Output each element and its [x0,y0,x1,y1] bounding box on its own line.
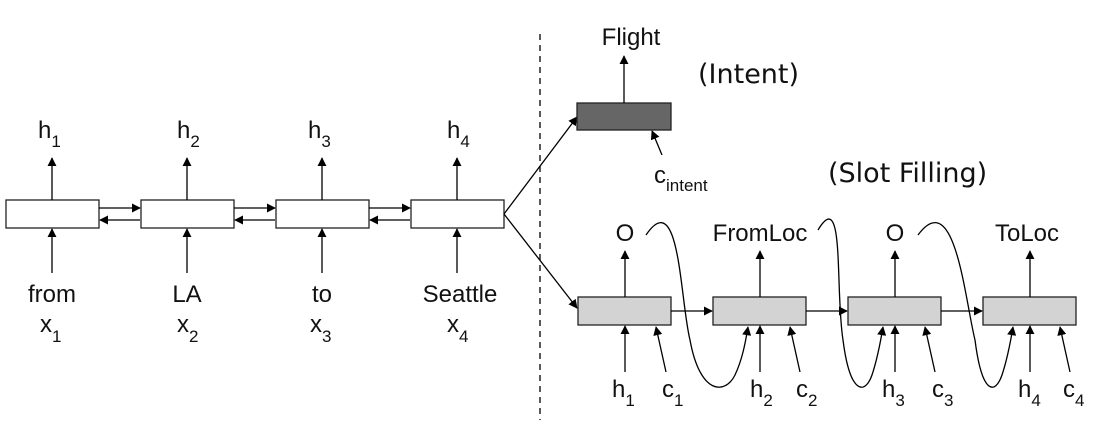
input-word-3: to [312,281,332,308]
intent-output-label: Flight [602,24,661,51]
encoder-cell-1 [5,199,100,229]
fanout-arrows [503,116,578,309]
encoder: h1 h2 h3 h4 from LA to Seattle x1 x2 x3 … [5,117,505,346]
slot-output-arrows [620,250,1035,297]
intent-branch: Flight (Intent) cintent [576,24,799,195]
encoder-cell-3 [275,199,370,229]
encoder-hidden-label-1: h1 [38,117,61,151]
slot-c-input-arrows [653,326,1071,373]
intent-context-arrow [650,130,663,156]
slot-output-label-4: ToLoc [995,220,1059,247]
input-var-4: x4 [447,311,468,346]
input-arrows [47,228,462,273]
input-var-1: x1 [40,311,61,346]
encoder-hidden-label-2: h2 [177,117,200,151]
slot-h-label-2: h2 [750,376,773,410]
encoder-hidden-label-4: h4 [447,117,470,151]
bidirectional-arrows [99,203,411,225]
input-word-2: LA [172,281,201,308]
input-var-2: x2 [177,311,198,346]
intent-title: (Intent) [698,59,799,90]
slot-h-label-3: h3 [882,376,905,410]
slot-output-label-2: FromLoc [713,220,808,247]
slot-decoder-cell-1 [577,296,672,326]
slot-h-label-1: h1 [612,376,635,410]
encoder-cell-2 [140,199,235,229]
slot-output-label-3: O [886,220,905,247]
intent-decoder-cell [576,102,672,131]
input-word-1: from [28,281,76,308]
slot-filling-title: (Slot Filling) [828,158,987,189]
encoder-cell-4 [410,199,505,229]
slot-decoder-cell-4 [982,296,1077,326]
encoder-hidden-label-3: h3 [308,117,331,151]
slot-c-label-1: c1 [662,376,683,410]
slot-c-label-4: c4 [1063,376,1084,410]
slot-output-label-1: O [616,220,635,247]
slot-filling-branch: (Slot Filling) [577,158,1084,410]
slot-c-label-2: c2 [796,376,817,410]
hidden-output-arrows [47,157,462,200]
intent-context-label: cintent [654,162,708,195]
slot-c-label-3: c3 [932,376,953,410]
input-word-4: Seattle [423,281,498,308]
input-var-3: x3 [310,311,331,346]
slot-h-input-arrows [620,325,1035,372]
slot-decoder-cell-3 [847,296,942,326]
slot-decoder-cell-2 [712,296,807,326]
slot-h-label-4: h4 [1018,376,1041,410]
feedback-curves [645,218,1017,388]
